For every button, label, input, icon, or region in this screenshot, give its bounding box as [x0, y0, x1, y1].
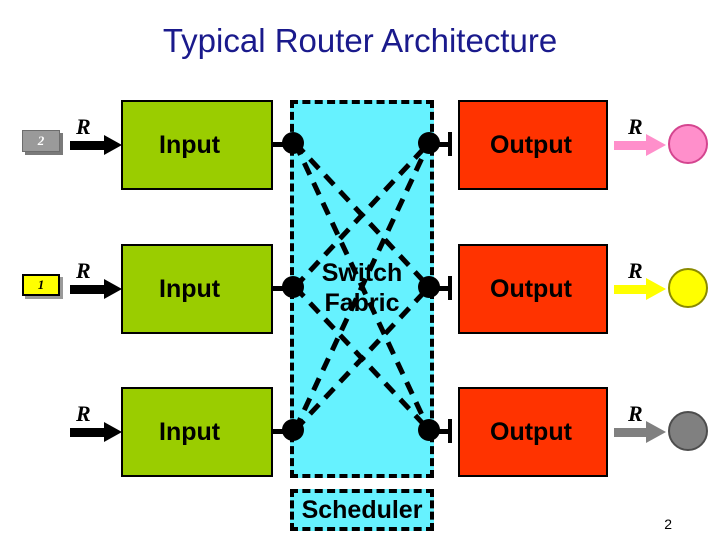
row-badge-2[interactable]: 2	[22, 130, 60, 152]
input-box-label-row3: Input	[159, 417, 221, 446]
switch-fabric-label-line2: Fabric	[324, 289, 400, 317]
fabric-input-port-row1[interactable]	[282, 132, 304, 154]
input-arrow-row2	[70, 279, 122, 299]
output-box-row2[interactable]: Output	[458, 244, 608, 334]
fabric-out-link-row3	[430, 429, 452, 434]
switch-fabric-label: Switch Fabric	[287, 258, 437, 318]
fabric-output-port-row3[interactable]	[418, 419, 440, 441]
scheduler-box[interactable]: Scheduler	[290, 489, 434, 531]
input-box-label-row2: Input	[159, 274, 221, 303]
output-rate-label-row3: R	[628, 401, 643, 426]
page-title: Typical Router Architecture	[162, 22, 558, 59]
fabric-out-link-row2	[430, 286, 452, 291]
output-arrow-row3	[614, 421, 666, 443]
input-arrow-row3	[70, 422, 122, 442]
input-rate-label-row2: R	[76, 258, 91, 283]
input-box-row1[interactable]: Input	[121, 100, 273, 190]
output-box-row3[interactable]: Output	[458, 387, 608, 477]
destination-circle-row3[interactable]	[668, 411, 708, 451]
destination-circle-row2[interactable]	[668, 268, 708, 308]
input-box-label-row1: Input	[159, 130, 221, 159]
page-number: 2	[664, 516, 672, 532]
output-box-row1[interactable]: Output	[458, 100, 608, 190]
fabric-output-port-row1[interactable]	[418, 132, 440, 154]
input-box-row3[interactable]: Input	[121, 387, 273, 477]
input-box-row2[interactable]: Input	[121, 244, 273, 334]
row-badge-1[interactable]: 1	[22, 274, 60, 296]
output-arrow-row2	[614, 278, 666, 300]
output-arrow-row1	[614, 134, 666, 156]
output-rate-label-row2: R	[628, 258, 643, 283]
output-rate-label-row1: R	[628, 114, 643, 139]
output-box-label-row1: Output	[490, 130, 572, 159]
fabric-out-link-row1	[430, 142, 452, 147]
output-box-label-row3: Output	[490, 417, 572, 446]
fabric-input-port-row3[interactable]	[282, 419, 304, 441]
destination-circle-row1[interactable]	[668, 124, 708, 164]
output-box-label-row2: Output	[490, 274, 572, 303]
input-rate-label-row1: R	[76, 114, 91, 139]
input-arrow-row1	[70, 135, 122, 155]
input-rate-label-row3: R	[76, 401, 91, 426]
switch-fabric-label-line1: Switch	[321, 259, 403, 287]
scheduler-label: Scheduler	[301, 495, 423, 524]
